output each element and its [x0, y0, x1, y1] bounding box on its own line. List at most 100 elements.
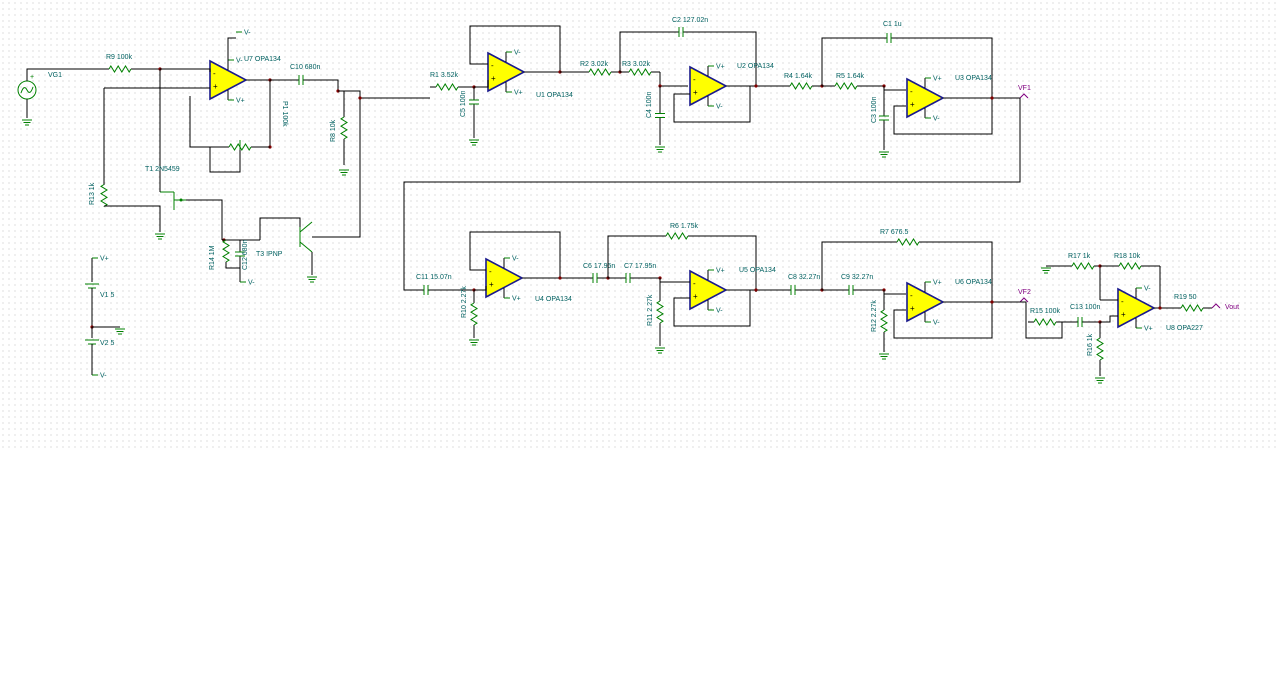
opamp-noninverting-sign: + — [1121, 310, 1126, 319]
opamp-u3-label: U3 OPA134 — [955, 75, 992, 82]
transistor-t1[interactable]: T1 2N5459 — [145, 166, 223, 240]
resistor-zigzag — [789, 82, 813, 90]
resistor-r8[interactable]: R8 10k — [330, 91, 348, 165]
opamp-inverting-sign: - — [910, 291, 913, 300]
capacitor-c10-label: C10 680n — [290, 64, 320, 71]
resistor-r12[interactable]: R12 2.27k — [871, 290, 888, 352]
capacitor-c12-label: C12 680n — [242, 240, 249, 270]
wire — [186, 199, 223, 240]
wire — [936, 241, 993, 302]
resistor-r2[interactable]: R2 3.02k — [580, 61, 620, 76]
resistor-r8-label: R8 10k — [330, 119, 337, 142]
resistor-r14[interactable]: R14 1M — [209, 239, 230, 270]
ground-symbol — [655, 347, 665, 354]
supply-positive-label: V+ — [236, 98, 245, 105]
source-label: VG1 — [48, 72, 62, 79]
transistor-t3[interactable] — [259, 98, 361, 275]
battery-v2[interactable]: V2 5 — [85, 327, 115, 375]
capacitor-c2[interactable]: C2 127.02n — [672, 17, 708, 37]
opamp-u3[interactable]: -+U3 OPA134 — [906, 75, 992, 119]
resistor-r18-label: R18 10k — [1114, 253, 1141, 260]
capacitor-c5[interactable]: C5 100n — [460, 87, 479, 117]
wire — [26, 68, 100, 81]
opamp-u1-label: U1 OPA134 — [536, 92, 573, 99]
resistor-r5[interactable]: R5 1.64k — [822, 73, 870, 90]
wire — [1100, 315, 1118, 323]
capacitor-c12[interactable]: C12 680n — [235, 240, 249, 270]
capacitor-c1[interactable]: C1 1u — [882, 21, 902, 43]
probe-vf1-marker — [1019, 93, 1029, 99]
supply-negative-terminal: V- — [228, 58, 243, 65]
resistor-r16[interactable]: R16 1k — [1087, 322, 1104, 376]
capacitor-c8[interactable]: C8 32.27n — [788, 274, 820, 295]
signal-source-vg1[interactable]: +VG1 — [17, 68, 100, 118]
resistor-r13[interactable]: R13 1k — [89, 182, 108, 207]
supply-positive-terminal: V+ — [506, 90, 523, 97]
ground-symbol — [339, 169, 349, 176]
opamp-u6[interactable]: -+U6 OPA134 — [906, 279, 992, 323]
opamp-inverting-sign: - — [693, 75, 696, 84]
wire — [619, 31, 676, 72]
resistor-r19[interactable]: R19 50 — [1172, 294, 1212, 312]
supply-negative-terminal: V- — [925, 116, 940, 123]
opamp-u7[interactable]: -+U7 OPA134 — [209, 56, 281, 101]
supply-negative-terminal: V- — [708, 308, 723, 315]
opamp-u4[interactable]: -+U4 OPA134 — [485, 257, 572, 303]
resistor-r10-label: R10 2.27k — [461, 286, 468, 318]
resistor-r4[interactable]: R4 1.64k — [780, 73, 822, 90]
transistor-t1-label: T1 2N5459 — [145, 166, 180, 173]
capacitor-c10[interactable]: C10 680n — [290, 64, 320, 85]
resistor-r10[interactable]: R10 2.27k — [461, 286, 478, 338]
battery-v1[interactable]: V1 5 — [85, 258, 115, 327]
junction-node — [1158, 306, 1162, 310]
wire — [474, 80, 489, 88]
capacitor-c7[interactable]: C7 17.95n — [608, 263, 656, 283]
opamp-body — [209, 59, 248, 101]
wire — [259, 217, 301, 240]
wire — [312, 98, 361, 238]
opamp-u1[interactable]: -+U1 OPA134 — [487, 51, 573, 99]
opamp-inverting-sign: - — [910, 87, 913, 96]
resistor-r9[interactable]: R9 100k — [100, 54, 140, 73]
resistor-r7[interactable]: R7 676.5 — [880, 229, 936, 246]
wire — [686, 31, 757, 86]
ground-symbol — [155, 233, 165, 240]
supply-negative-terminal: V- — [236, 30, 251, 37]
capacitor-c6[interactable]: C6 17.95n — [583, 263, 615, 283]
resistor-r17[interactable]: R17 1k — [1066, 253, 1100, 270]
opamp-noninverting-sign: + — [491, 74, 496, 83]
resistor-r13-label: R13 1k — [89, 182, 96, 205]
ground-symbol — [469, 139, 479, 146]
ground-symbol — [115, 328, 125, 335]
capacitor-c3[interactable]: C3 100n — [871, 86, 889, 150]
wire — [474, 286, 487, 291]
resistor-r1[interactable]: R1 3.52k — [430, 72, 464, 91]
supply-positive-terminal: V+ — [92, 256, 109, 263]
supply-positive-label: V+ — [100, 256, 109, 263]
resistor-r11[interactable]: R11 2.27k — [647, 278, 664, 346]
jfet-gate-arrow — [179, 198, 183, 202]
resistor-zigzag — [834, 82, 858, 90]
opamp-u7-label: U7 OPA134 — [244, 56, 281, 63]
opamp-noninverting-sign: + — [693, 88, 698, 97]
capacitor-c4[interactable]: C4 100n — [646, 86, 665, 145]
resistor-r7-label: R7 676.5 — [880, 229, 909, 236]
supply-positive-terminal: V+ — [708, 64, 725, 71]
capacitor-c9[interactable]: C9 32.27n — [822, 274, 880, 295]
resistor-r6[interactable]: R6 1.75k — [650, 223, 704, 240]
resistor-r18[interactable]: R18 10k — [1100, 253, 1160, 270]
opamp-body — [689, 65, 728, 107]
resistor-zigzag — [435, 83, 459, 91]
capacitor-c11[interactable]: C11 15.07n — [416, 274, 452, 295]
resistor-r3[interactable]: R3 3.02k — [620, 61, 660, 76]
capacitor-c13[interactable]: C13 100n — [1070, 304, 1100, 327]
resistor-r12-label: R12 2.27k — [871, 300, 878, 332]
ground-symbol — [469, 339, 479, 346]
resistor-r15[interactable]: R15 100k — [1028, 308, 1062, 326]
opamp-u8[interactable]: -+U8 OPA227 — [1117, 287, 1203, 332]
ground-symbol — [879, 151, 889, 158]
opamp-u5[interactable]: -+U5 OPA134 — [689, 267, 776, 311]
opamp-u2[interactable]: -+U2 OPA134 — [689, 63, 774, 107]
